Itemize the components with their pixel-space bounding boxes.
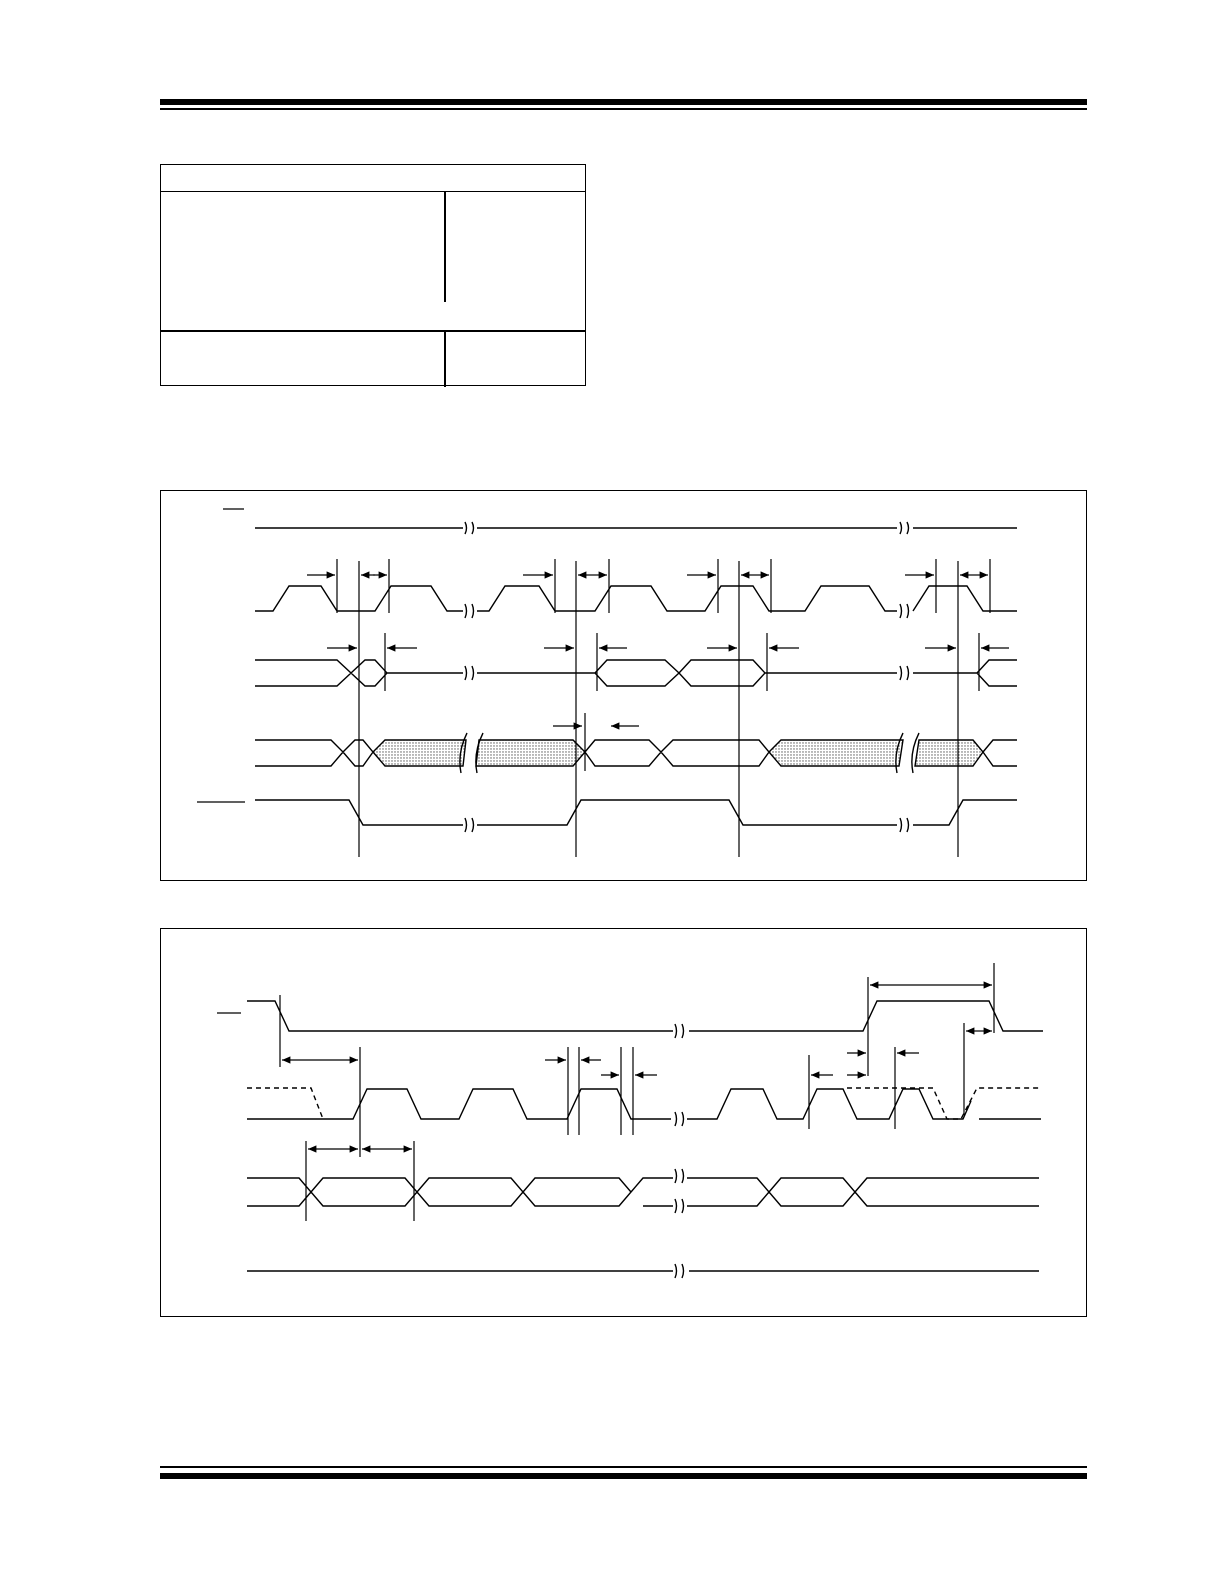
data-out-break bbox=[459, 732, 920, 774]
reference-lines bbox=[279, 963, 995, 1221]
strobe-waveform bbox=[255, 799, 1017, 826]
timing-diagram-2 bbox=[160, 928, 1087, 1317]
header-rule-thick bbox=[160, 99, 1087, 105]
clock-waveform bbox=[255, 585, 1017, 612]
header-rule-thin bbox=[160, 108, 1087, 110]
data-out-hatch-2 bbox=[768, 739, 984, 767]
table-column-divider-lower bbox=[444, 330, 446, 387]
timing-diagram-1-svg bbox=[197, 508, 1017, 857]
clock-waveform bbox=[247, 1088, 972, 1120]
clock-break bbox=[464, 603, 910, 619]
table-column-divider bbox=[444, 192, 446, 302]
footer-rule-thick bbox=[160, 1473, 1087, 1479]
data-in-waveform bbox=[255, 659, 1017, 687]
parameter-table bbox=[160, 164, 586, 387]
data-waveform bbox=[247, 1177, 1039, 1207]
signal-1-break bbox=[464, 521, 910, 535]
signal-4-break bbox=[674, 1263, 685, 1279]
strobe-break bbox=[464, 817, 910, 833]
table-row-divider bbox=[161, 330, 585, 332]
data-in-break bbox=[464, 665, 910, 681]
clock-dashed-1 bbox=[247, 1087, 324, 1120]
timing-diagram-1 bbox=[160, 490, 1087, 881]
cs-break bbox=[674, 1023, 685, 1039]
clock-dashed-2 bbox=[847, 1087, 1041, 1120]
data-out-waveform bbox=[255, 739, 1017, 767]
cs-waveform bbox=[247, 1000, 1043, 1032]
data-break bbox=[674, 1168, 685, 1214]
footer-rule-thin bbox=[160, 1466, 1087, 1468]
table-header-row bbox=[161, 165, 585, 192]
timing-arrows bbox=[282, 981, 992, 1153]
timing-diagram-2-svg bbox=[217, 963, 1043, 1279]
clock-break bbox=[674, 1111, 685, 1127]
reference-lines bbox=[336, 559, 991, 857]
timing-arrows bbox=[307, 571, 1009, 730]
